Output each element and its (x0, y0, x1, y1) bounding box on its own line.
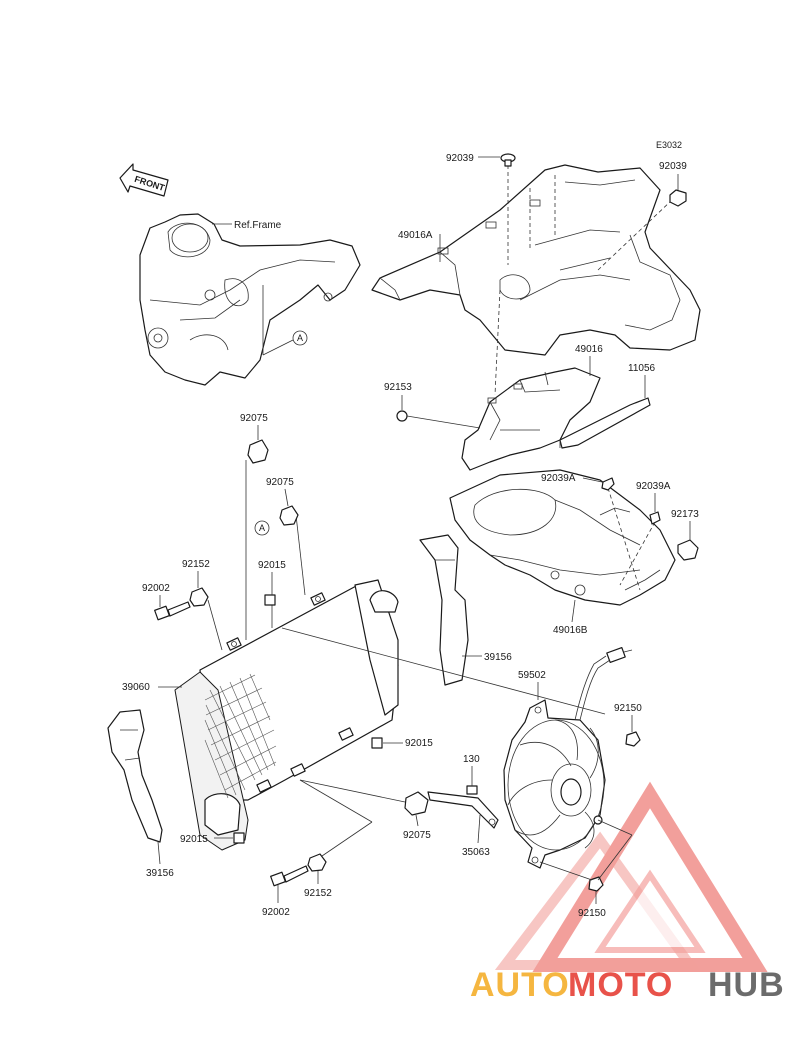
stay-35063 (427, 791, 499, 829)
label-92173: 92173 (671, 509, 699, 520)
bolt-92150-bot-icon (588, 876, 604, 892)
frame-reference: Ref.Frame A (139, 213, 361, 386)
bolt-92153-icon (396, 410, 408, 422)
ref-marker-top: A (297, 333, 303, 343)
nut-92015-bot-icon (233, 832, 245, 844)
grommet-92075-a-icon (247, 439, 269, 464)
shroud-39156-left (107, 709, 163, 843)
bolt-130-icon (466, 785, 478, 795)
label-92015-mid: 92015 (405, 738, 433, 749)
bracket-11056 (559, 397, 651, 449)
label-130: 130 (463, 754, 480, 765)
watermark-auto: AUTO (470, 966, 570, 1004)
watermark-moto: MOTO (568, 966, 673, 1004)
label-92002-bot: 92002 (262, 907, 290, 918)
label-92015-top: 92015 (258, 560, 286, 571)
collar-92152-bot-icon (307, 853, 327, 872)
label-e3032: E3032 (656, 140, 682, 150)
radiator-core-fins (204, 673, 277, 799)
label-92075-b: 92075 (266, 477, 294, 488)
label-49016a: 49016A (398, 230, 433, 241)
label-92039a-right: 92039A (636, 481, 671, 492)
label-49016: 49016 (575, 344, 603, 355)
label-35063: 35063 (462, 847, 490, 858)
radiator-39060 (174, 579, 399, 851)
label-39156-right: 39156 (484, 652, 512, 663)
label-92150-bot: 92150 (578, 908, 606, 919)
shroud-39156-right (419, 534, 469, 686)
bolt-92002-bot-icon (270, 865, 309, 887)
cover-49016b (449, 469, 676, 606)
label-39156-left: 39156 (146, 868, 174, 879)
clip-92039a-right-icon (649, 511, 661, 525)
label-92075-a: 92075 (240, 413, 268, 424)
collar-92152-top-icon (189, 587, 209, 607)
cover-49016 (461, 367, 601, 471)
label-92039-right: 92039 (659, 161, 687, 172)
grommet-92075-c-icon (404, 791, 429, 816)
fan-59502 (503, 646, 633, 869)
front-arrow-icon: FRONT (119, 163, 169, 197)
bolt-92150-top-icon (625, 731, 641, 747)
bolt-92039-top-icon (500, 153, 516, 167)
clamp-92173-icon (677, 539, 699, 561)
label-92075-c: 92075 (403, 830, 431, 841)
ref-frame-label: Ref.Frame (234, 220, 282, 231)
label-39060: 39060 (122, 682, 150, 693)
label-92152-bot: 92152 (304, 888, 332, 899)
nut-92015-mid-icon (371, 737, 383, 749)
nut-92015-top-icon (264, 594, 276, 606)
ref-marker-mid: A (259, 523, 265, 533)
watermark-hub: HUB (708, 966, 785, 1004)
label-92002-top: 92002 (142, 583, 170, 594)
grommet-92075-b-icon (279, 505, 299, 526)
bolt-92002-top-icon (154, 601, 191, 621)
label-92039-top: 92039 (446, 153, 474, 164)
collar-92039-right-icon (669, 189, 687, 207)
label-92015-bot: 92015 (180, 834, 208, 845)
label-92039a-left: 92039A (541, 473, 576, 484)
label-59502: 59502 (518, 670, 546, 681)
label-92150-top: 92150 (614, 703, 642, 714)
cover-49016a (371, 164, 701, 356)
watermark-text: AUTO MOTO HUB (470, 966, 785, 1004)
label-92152-top: 92152 (182, 559, 210, 570)
label-11056: 11056 (628, 363, 656, 374)
label-92153: 92153 (384, 382, 412, 393)
clip-92039a-left-icon (601, 477, 615, 491)
label-49016b: 49016B (553, 625, 588, 636)
